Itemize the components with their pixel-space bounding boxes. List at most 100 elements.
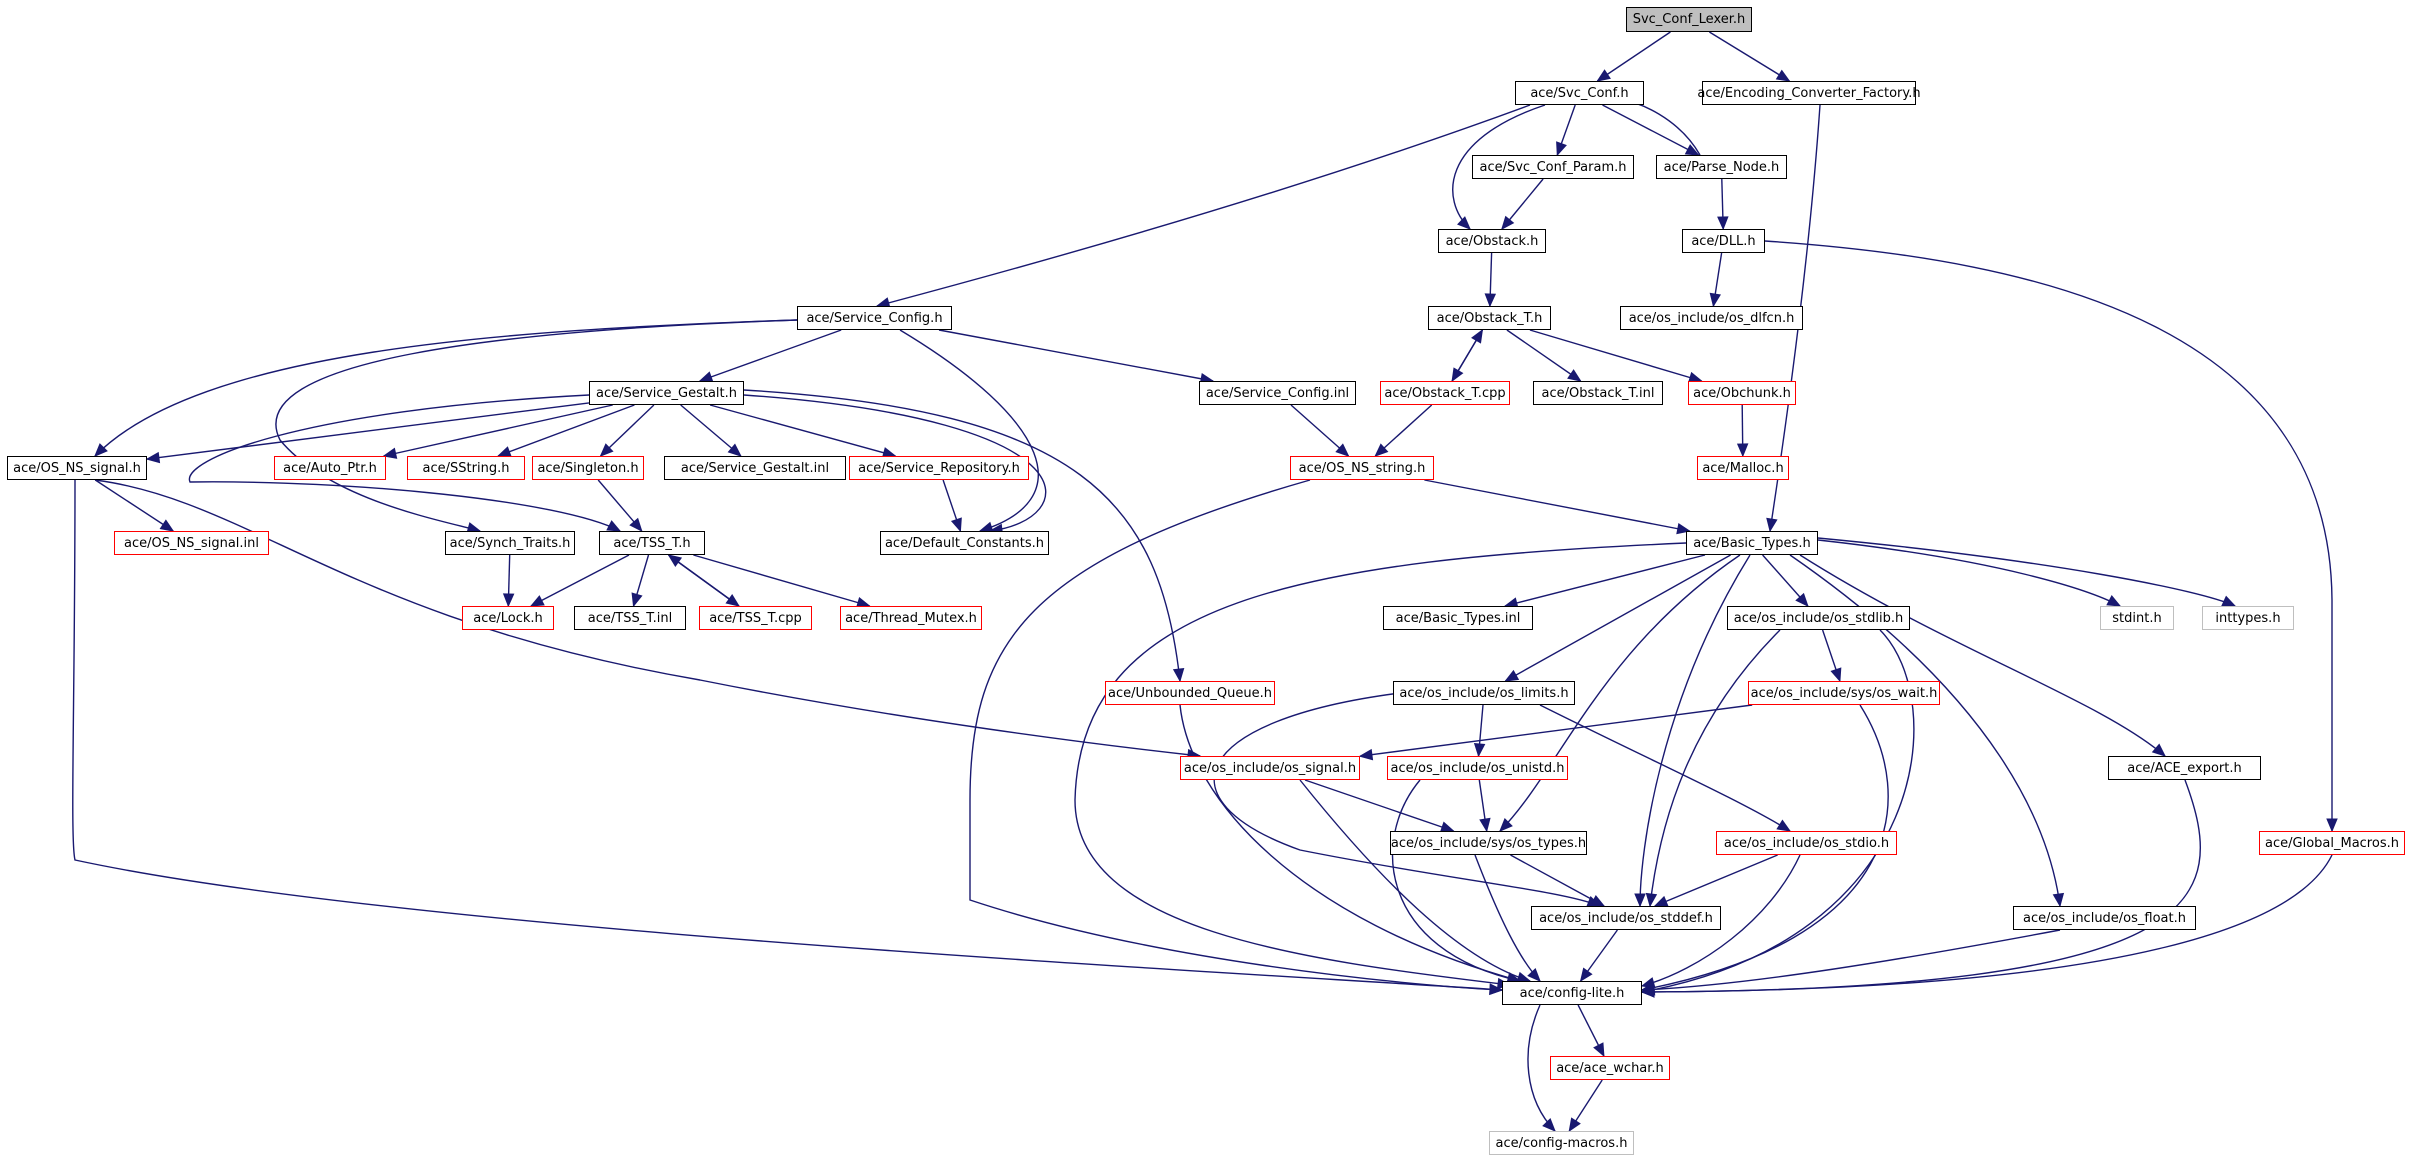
arrowhead-parse_node-to-dll xyxy=(1717,216,1729,231)
arrowhead-service_gestalt-to-unbounded_queue xyxy=(1172,667,1185,683)
node-lock[interactable]: ace/Lock.h xyxy=(462,606,554,630)
node-thread-mutex[interactable]: ace/Thread_Mutex.h xyxy=(840,606,982,630)
node-encoding-conv[interactable]: ace/Encoding_Converter_Factory.h xyxy=(1697,81,1921,105)
arrowhead-os_limits-to-os_stdio xyxy=(1776,819,1792,832)
node-os-limits[interactable]: ace/os_include/os_limits.h xyxy=(1393,681,1575,705)
node-ace-export[interactable]: ace/ACE_export.h xyxy=(2108,756,2261,780)
node-obchunk[interactable]: ace/Obchunk.h xyxy=(1688,381,1796,405)
node-os-stdlib[interactable]: ace/os_include/os_stdlib.h xyxy=(1727,606,1910,630)
arrowhead-dll-to-os_dlfcn xyxy=(1709,292,1721,308)
edge-global_macros-to-config_lite xyxy=(1641,854,2333,993)
node-parse-node[interactable]: ace/Parse_Node.h xyxy=(1656,155,1787,179)
arrowhead-obstack_t_cpp-to-os_ns_string xyxy=(1374,443,1389,457)
node-os-wait[interactable]: ace/os_include/sys/os_wait.h xyxy=(1748,681,1940,705)
edge-service_gestalt-to-unbounded_queue xyxy=(743,389,1181,682)
arrowhead-service_config_inl-to-os_ns_string xyxy=(1335,443,1350,457)
node-os-float[interactable]: ace/os_include/os_float.h xyxy=(2013,906,2196,930)
node-service-config-inl[interactable]: ace/Service_Config.inl xyxy=(1199,381,1356,405)
edge-unbounded_queue-to-config_lite xyxy=(1179,704,1521,982)
node-dll[interactable]: ace/DLL.h xyxy=(1682,229,1765,253)
node-os-ns-signal-inl[interactable]: ace/OS_NS_signal.inl xyxy=(114,531,269,555)
node-service-gestalt-inl[interactable]: ace/Service_Gestalt.inl xyxy=(664,456,846,480)
edge-obstack_t_cpp-to-os_ns_string xyxy=(1374,404,1433,457)
arrowhead-obstack_t_cpp-to-obstack_t xyxy=(1471,328,1484,344)
arrowhead-obstack_t-to-obstack_t_inl xyxy=(1567,369,1582,382)
edge-tss_t-to-thread_mutex xyxy=(693,554,870,607)
edge-dll-to-global_macros xyxy=(1764,240,2333,831)
edge-svc_conf_lexer-to-svc_conf xyxy=(1597,31,1671,82)
edge-service_gestalt-to-auto_ptr xyxy=(383,404,613,457)
node-svc-conf[interactable]: ace/Svc_Conf.h xyxy=(1515,81,1644,105)
node-malloc[interactable]: ace/Malloc.h xyxy=(1697,456,1789,480)
edge-os_float-to-config_lite xyxy=(1641,929,2061,991)
node-global-macros[interactable]: ace/Global_Macros.h xyxy=(2259,831,2405,855)
node-basic-types[interactable]: ace/Basic_Types.h xyxy=(1686,531,1818,555)
node-os-signal[interactable]: ace/os_include/os_signal.h xyxy=(1180,756,1360,780)
edge-os_wait-to-config_lite xyxy=(1641,704,1889,991)
arrowhead-svc_conf-to-parse_node xyxy=(1684,144,1700,156)
node-auto-ptr[interactable]: ace/Auto_Ptr.h xyxy=(274,456,386,480)
arrowhead-basic_types-to-os_limits xyxy=(1504,669,1520,682)
arrowhead-obchunk-to-malloc xyxy=(1736,443,1749,458)
node-service-repository[interactable]: ace/Service_Repository.h xyxy=(849,456,1029,480)
arrowhead-singleton-to-tss_t xyxy=(629,517,643,532)
edge-basic_types-to-stdint xyxy=(1817,539,2121,607)
node-unbounded-queue[interactable]: ace/Unbounded_Queue.h xyxy=(1105,681,1275,705)
node-singleton[interactable]: ace/Singleton.h xyxy=(532,456,644,480)
node-os-dlfcn[interactable]: ace/os_include/os_dlfcn.h xyxy=(1620,306,1803,330)
edge-os_signal-to-os_types xyxy=(1304,779,1454,832)
node-config-lite[interactable]: ace/config-lite.h xyxy=(1502,981,1642,1005)
node-os-stdio[interactable]: ace/os_include/os_stdio.h xyxy=(1716,831,1897,855)
arrowhead-os_stddef-to-config_lite xyxy=(1579,967,1593,983)
node-os-ns-string[interactable]: ace/OS_NS_string.h xyxy=(1290,456,1434,480)
edge-service_config-to-service_gestalt xyxy=(699,329,842,382)
edge-os_stdlib-to-os_stddef xyxy=(1649,629,1781,907)
node-service-gestalt[interactable]: ace/Service_Gestalt.h xyxy=(589,381,744,405)
node-sstring[interactable]: ace/SString.h xyxy=(407,456,525,480)
node-os-stddef[interactable]: ace/os_include/os_stddef.h xyxy=(1531,906,1721,930)
edge-basic_types-to-inttypes xyxy=(1817,537,2236,607)
edge-tss_t-to-lock xyxy=(530,554,630,607)
arrowhead-service_gestalt-to-service_gestalt_inl xyxy=(727,443,742,457)
node-tss-t[interactable]: ace/TSS_T.h xyxy=(599,531,705,555)
arrowhead-os_types-to-config_lite xyxy=(1527,967,1541,982)
edge-service_gestalt-to-tss_t xyxy=(188,394,621,532)
edge-os_limits-to-os_stdio xyxy=(1539,704,1791,832)
arrowhead-service_gestalt-to-auto_ptr xyxy=(382,447,398,459)
arrowhead-service_gestalt-to-tss_t xyxy=(606,520,622,532)
edge-os_limits-to-os_stddef xyxy=(1213,692,1601,907)
edge-config_lite-to-config_macros xyxy=(1527,1004,1556,1132)
edge-tss_t_cpp-to-tss_t xyxy=(668,554,740,607)
arrowhead-os_stdio-to-os_stddef xyxy=(1653,895,1669,907)
node-default-constants[interactable]: ace/Default_Constants.h xyxy=(880,531,1049,555)
node-synch-traits[interactable]: ace/Synch_Traits.h xyxy=(445,531,575,555)
arrowhead-basic_types-to-os_float xyxy=(2052,892,2065,908)
arrowhead-basic_types-to-os_stddef xyxy=(1634,893,1646,908)
node-obstack-t-inl[interactable]: ace/Obstack_T.inl xyxy=(1533,381,1663,405)
node-os-unistd[interactable]: ace/os_include/os_unistd.h xyxy=(1387,756,1568,780)
node-tss-t-cpp[interactable]: ace/TSS_T.cpp xyxy=(699,606,812,630)
arrowhead-tss_t-to-tss_t_inl xyxy=(631,592,643,608)
edge-svc_conf_lexer-to-encoding_conv xyxy=(1709,31,1790,82)
edge-obstack_t-to-obstack_t_inl xyxy=(1506,329,1581,382)
node-ace-wchar[interactable]: ace/ace_wchar.h xyxy=(1550,1056,1670,1080)
node-os-ns-signal[interactable]: ace/OS_NS_signal.h xyxy=(7,456,147,480)
node-tss-t-inl[interactable]: ace/TSS_T.inl xyxy=(574,606,686,630)
arrowhead-svc_conf_lexer-to-encoding_conv xyxy=(1775,69,1791,82)
edge-service_gestalt-to-default_constants xyxy=(743,394,1047,532)
edge-os_wait-to-os_signal xyxy=(1359,704,1753,757)
node-basic-types-inl[interactable]: ace/Basic_Types.inl xyxy=(1383,606,1533,630)
node-service-config[interactable]: ace/Service_Config.h xyxy=(797,306,952,330)
edge-basic_types-to-basic_types_inl xyxy=(1504,554,1706,607)
edge-service_config-to-service_config_inl xyxy=(938,329,1214,382)
node-svc-conf-lexer: Svc_Conf_Lexer.h xyxy=(1626,7,1752,32)
node-obstack-t[interactable]: ace/Obstack_T.h xyxy=(1428,306,1551,330)
node-obstack[interactable]: ace/Obstack.h xyxy=(1438,229,1546,253)
node-obstack-t-cpp[interactable]: ace/Obstack_T.cpp xyxy=(1380,381,1510,405)
edge-parse_node-to-svc_conf xyxy=(1611,97,1701,156)
node-svc-conf-param[interactable]: ace/Svc_Conf_Param.h xyxy=(1472,155,1634,179)
edge-os_ns_string-to-basic_types xyxy=(1424,479,1690,532)
node-os-types[interactable]: ace/os_include/sys/os_types.h xyxy=(1390,831,1587,855)
